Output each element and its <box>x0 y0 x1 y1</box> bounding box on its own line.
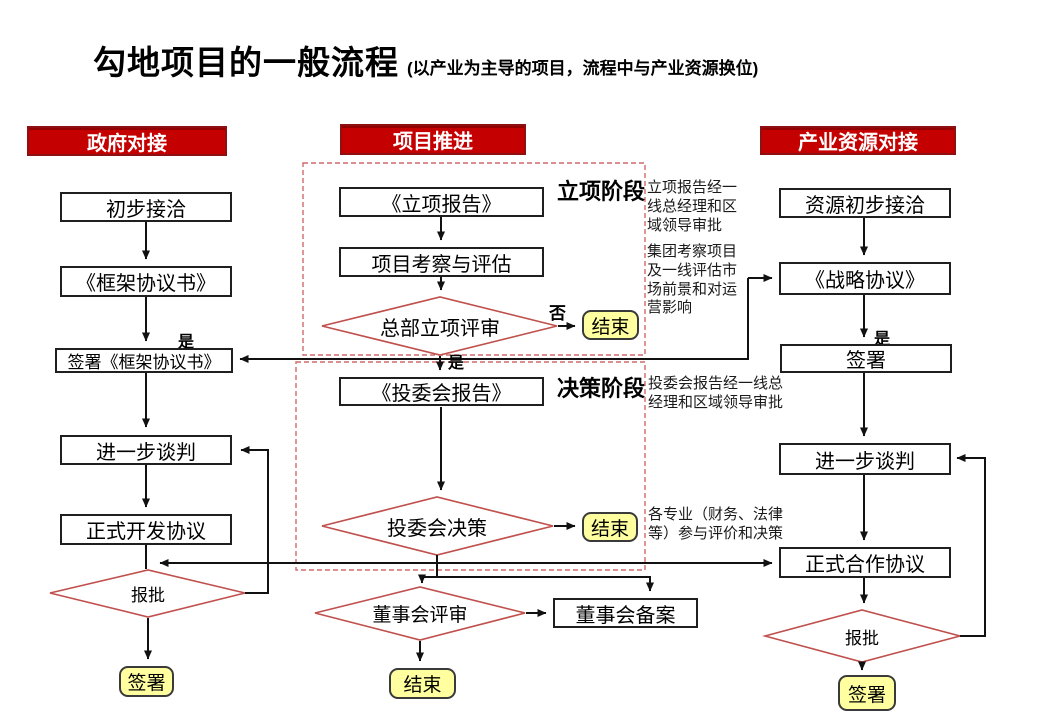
terminal-sign-left: 签署 <box>119 666 174 697</box>
decision-board-review-shape <box>314 586 526 641</box>
node-sign-right: 签署 <box>780 344 952 373</box>
stage1-note2: 集团考察项目及一线评估市场前景和对运营影响 <box>647 243 738 317</box>
stage1-note: 立项报告经一线总经理和区域领导审批 <box>647 179 738 234</box>
decision-invest-committee-shape <box>321 496 554 556</box>
node-project-report: 《立项报告》 <box>339 187 544 217</box>
stage2-note: 投委会报告经一线总经理和区域领导审批 <box>648 375 784 411</box>
title-main: 勾地项目的一般流程 <box>93 44 399 81</box>
decision-approval-left-label: 报批 <box>131 585 165 605</box>
header-government: 政府对接 <box>27 126 227 156</box>
node-sign-framework: 签署《框架协议书》 <box>55 348 233 373</box>
node-formal-dev-agreement: 正式开发协议 <box>60 514 232 545</box>
terminal-sign-right: 签署 <box>838 675 896 711</box>
decision-invest-committee-label: 投委会决策 <box>387 517 487 540</box>
title-subtitle: (以产业为主导的项目，流程中与产业资源换位) <box>407 59 759 78</box>
stage1-dashed-frame <box>302 162 646 356</box>
stage1-label: 立项阶段 <box>557 179 646 204</box>
stage2-label: 决策阶段 <box>557 376 646 401</box>
edge-label-yes-middle: 是 <box>448 355 465 372</box>
terminal-end-1: 结束 <box>582 310 639 340</box>
node-resource-contact: 资源初步接洽 <box>779 188 951 218</box>
node-formal-coop-agreement: 正式合作协议 <box>779 547 951 578</box>
flow-arrows <box>142 217 986 671</box>
node-strategic-agreement: 《战略协议》 <box>779 262 951 295</box>
node-further-negotiation-right: 进一步谈判 <box>779 443 951 475</box>
edge-label-no-middle: 否 <box>549 304 566 323</box>
decision-board-review-label: 董事会评审 <box>372 604 468 626</box>
edge-label-yes-left: 是 <box>178 334 195 351</box>
stage2-note2: 各专业（财务、法律等）参与评价和决策 <box>648 506 784 542</box>
node-board-filing: 董事会备案 <box>553 598 698 628</box>
node-inspection-evaluation: 项目考察与评估 <box>339 247 544 277</box>
node-invest-committee-report: 《投委会报告》 <box>339 377 544 406</box>
decision-approval-right-label: 报批 <box>845 628 879 648</box>
stage-frames <box>295 162 646 571</box>
page-title: 勾地项目的一般流程 (以产业为主导的项目，流程中与产业资源换位) <box>93 36 758 84</box>
header-project-advance: 项目推进 <box>340 124 526 155</box>
header-industry-resource: 产业资源对接 <box>760 126 956 155</box>
node-initial-contact: 初步接洽 <box>60 192 232 222</box>
node-framework-agreement: 《框架协议书》 <box>60 266 232 297</box>
decision-shapes <box>49 296 964 663</box>
node-further-negotiation-left: 进一步谈判 <box>60 435 232 465</box>
edge-label-yes-right: 是 <box>874 331 891 348</box>
terminal-end-3: 结束 <box>389 668 456 699</box>
terminal-end-2: 结束 <box>582 512 638 542</box>
stage2-dashed-frame <box>295 361 646 571</box>
decision-hq-review-shape <box>321 296 558 356</box>
decision-hq-review-label: 总部立项评审 <box>380 317 500 340</box>
